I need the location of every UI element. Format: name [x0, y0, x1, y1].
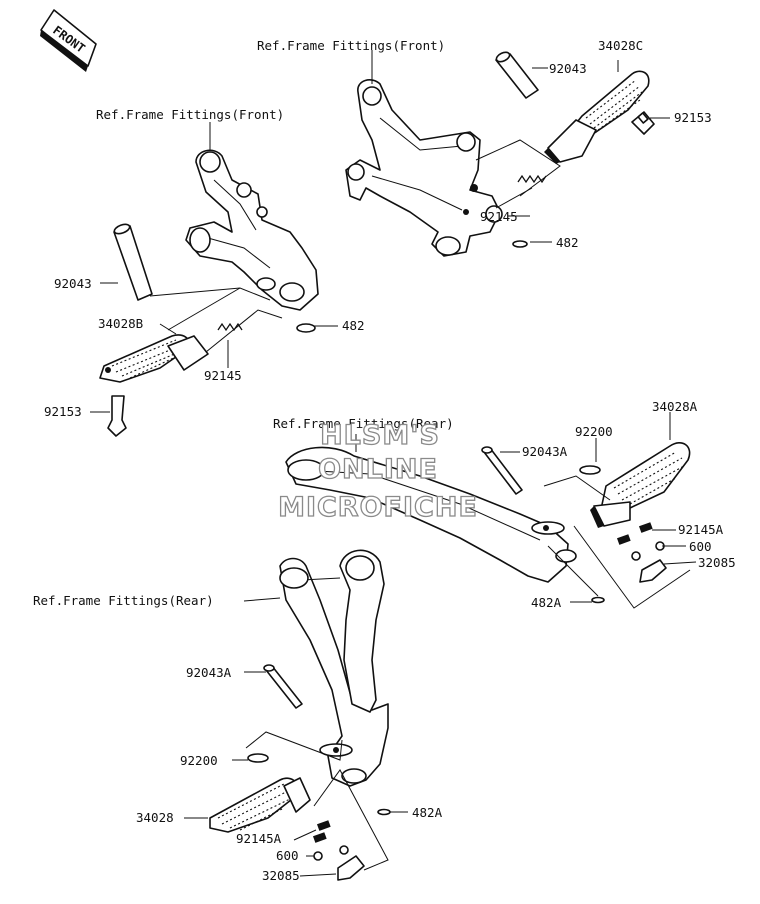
part-label-tl-92153: 92153	[44, 404, 82, 419]
top-right-leader-lines	[371, 50, 670, 243]
plate-32085-left	[337, 855, 365, 881]
part-label-mr-92145A: 92145A	[678, 522, 724, 537]
part-label-mr-92200: 92200	[575, 424, 613, 439]
bolt-92153-left	[107, 395, 127, 437]
peg-34028	[209, 777, 311, 833]
front-arrow-icon: FRONT	[40, 9, 97, 72]
front-right-bracket	[345, 79, 503, 257]
washer-482A-right	[591, 596, 605, 604]
pin-92043-top	[495, 51, 539, 99]
spring-92145-left	[217, 322, 243, 332]
watermark-line-3: MICROFICHE	[278, 492, 478, 523]
rear-left-bracket	[279, 549, 389, 787]
springs-92145A-right	[616, 522, 653, 545]
pin-92043A-right	[481, 446, 523, 495]
plate-32085-right	[639, 559, 667, 583]
part-label-bl-92043A: 92043A	[186, 665, 232, 680]
balls-600-right	[631, 541, 665, 561]
spring-92145-top	[517, 174, 547, 184]
part-label-tl-34028B: 34028B	[98, 316, 143, 331]
washer-92200-right	[579, 465, 601, 475]
rear-right-bracket	[285, 446, 577, 583]
part-label-bl-92145A: 92145A	[236, 831, 282, 846]
watermark-line-2: ONLINE	[318, 454, 438, 485]
part-label-mr-600: 600	[689, 539, 712, 554]
washer-482-left	[296, 323, 316, 333]
washer-482A-left	[377, 808, 391, 816]
ref-frame-rear-label-2: Ref.Frame Fittings(Rear)	[33, 593, 214, 608]
middle-right-leader-lines	[355, 412, 697, 609]
bottom-left-leader-lines	[184, 597, 408, 877]
ref-frame-rear-label-1: Ref.Frame Fittings(Rear)	[273, 416, 454, 431]
part-label-bl-600: 600	[276, 848, 299, 863]
top-left-leader-lines	[90, 122, 338, 413]
peg-34028C	[544, 70, 650, 164]
springs-92145A-left	[312, 820, 331, 843]
part-label-tr-92153: 92153	[674, 110, 712, 125]
part-label-tl-92043: 92043	[54, 276, 92, 291]
front-left-bracket	[185, 149, 319, 311]
part-label-tr-482: 482	[556, 235, 579, 250]
pin-92043-left	[113, 223, 153, 301]
part-label-tl-92145: 92145	[204, 368, 242, 383]
pin-92043A-left	[263, 664, 303, 709]
part-label-mr-32085: 32085	[698, 555, 736, 570]
part-label-bl-32085: 32085	[262, 868, 300, 883]
watermark-line-1: HLSM'S	[320, 420, 440, 451]
ref-frame-front-label-2: Ref.Frame Fittings(Front)	[96, 107, 284, 122]
part-label-mr-34028A: 34028A	[652, 399, 698, 414]
ref-frame-front-label-1: Ref.Frame Fittings(Front)	[257, 38, 445, 53]
washer-92200-left	[247, 753, 269, 763]
washer-482-top	[512, 240, 528, 248]
part-label-bl-92200: 92200	[180, 753, 218, 768]
part-label-mr-482A: 482A	[531, 595, 562, 610]
part-label-bl-482A: 482A	[412, 805, 443, 820]
balls-600-left	[313, 845, 349, 861]
part-label-bl-34028: 34028	[136, 810, 174, 825]
part-label-mr-92043A: 92043A	[522, 444, 568, 459]
part-label-tl-482: 482	[342, 318, 365, 333]
peg-34028A	[590, 442, 691, 528]
bolt-92153-top	[631, 111, 655, 135]
part-label-tr-92043: 92043	[549, 61, 587, 76]
part-label-tr-92145: 92145	[480, 209, 518, 224]
part-label-tr-34028C: 34028C	[598, 38, 643, 53]
peg-34028B	[99, 334, 209, 383]
